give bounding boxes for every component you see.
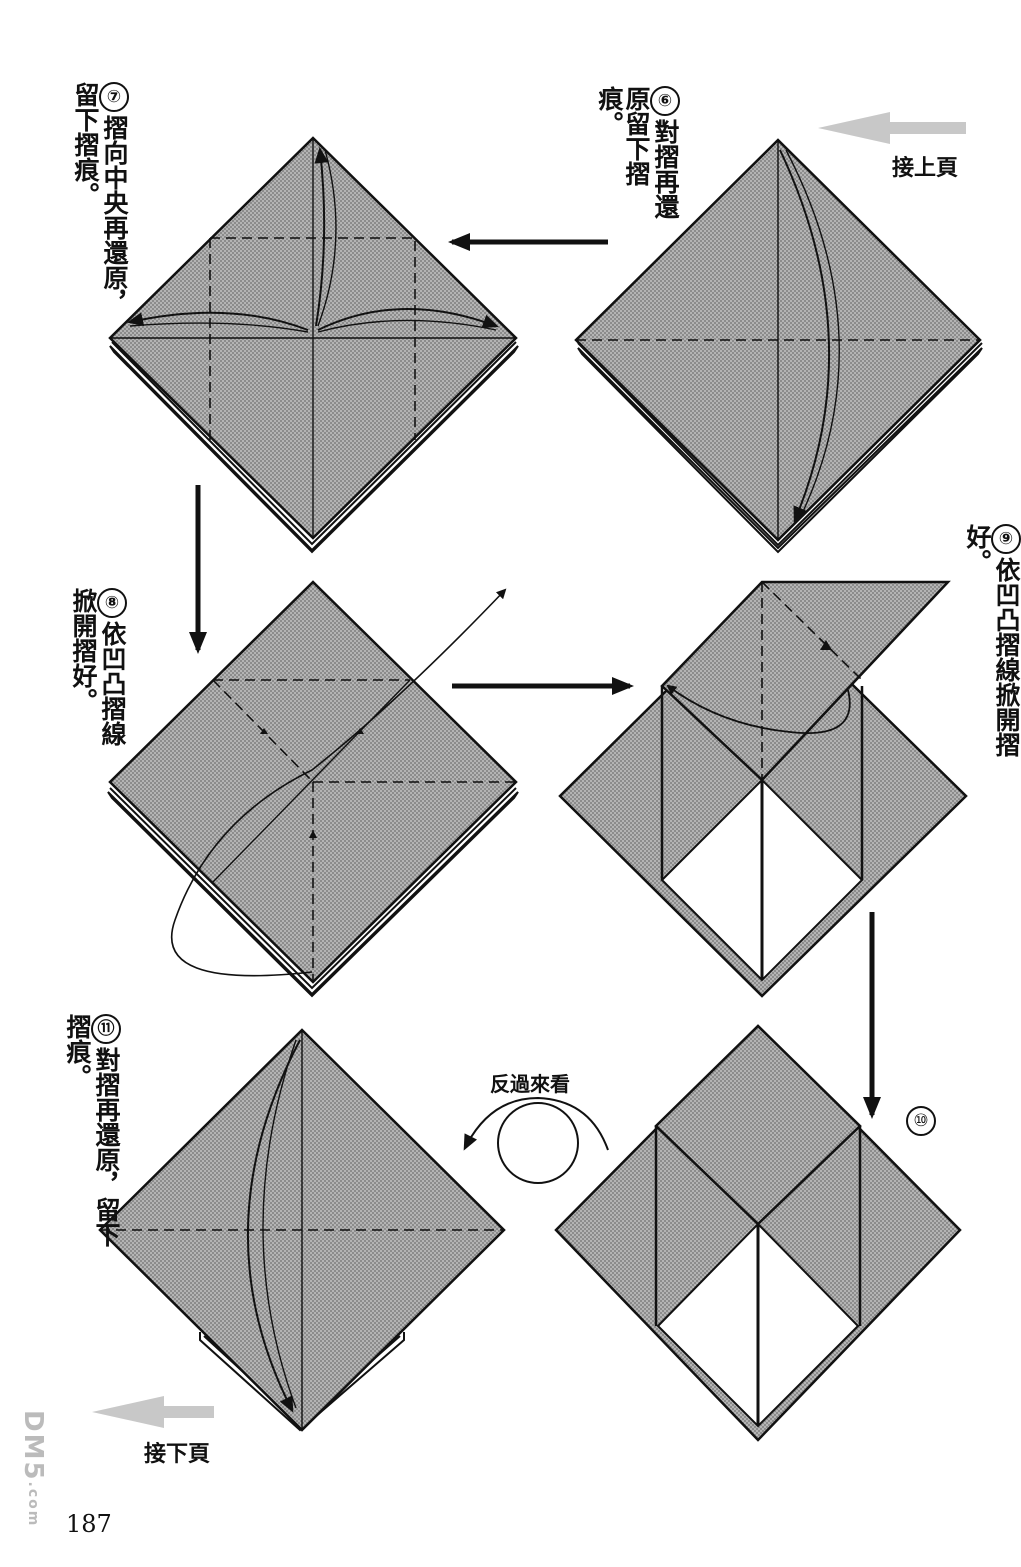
turn-over-label: 反過來看 <box>490 1072 570 1096</box>
step-8-figure <box>107 580 519 998</box>
watermark-main: DM5 <box>18 1410 48 1482</box>
continue-to-next-label: 接下頁 <box>144 1442 211 1467</box>
step-9-text: 依凹凸摺線掀開摺好。 <box>963 524 1021 757</box>
step-9-figure <box>558 580 968 998</box>
step-9-label: ⑨依凹凸摺線掀開摺好。 <box>963 524 1021 794</box>
step-10-number: ⑩ <box>906 1106 936 1136</box>
step-6-number: ⑥ <box>650 86 680 116</box>
step-9-number: ⑨ <box>991 524 1021 554</box>
page-number: 187 <box>66 1510 112 1538</box>
step-6-text: 對摺再還原留下摺痕。 <box>595 86 680 219</box>
turn-over-arrow <box>463 1096 609 1184</box>
watermark-sub: .com <box>25 1481 41 1528</box>
step-11-text: 對摺再還原，留下摺痕。 <box>63 1014 121 1247</box>
origami-diagram <box>92 112 983 1442</box>
continue-from-previous-label: 接上頁 <box>892 156 959 181</box>
step-8-text: 依凹凸摺線掀開摺好。 <box>69 588 127 746</box>
continue-to-next-arrow <box>92 1396 214 1428</box>
step-7-label: ⑦摺向中央再還原，留下摺痕。 <box>71 82 129 332</box>
step-7-figure <box>108 136 519 554</box>
continue-from-previous-arrow <box>818 112 966 144</box>
watermark-logo: DM5.com <box>12 1410 48 1555</box>
step-7-number: ⑦ <box>99 82 129 112</box>
step-11-number: ⑪ <box>91 1014 121 1044</box>
step-10-figure <box>554 1024 962 1442</box>
step-6-label: ⑥對摺再還原留下摺痕。 <box>595 86 680 226</box>
step-6-figure <box>574 138 983 554</box>
step-11-figure <box>98 1028 506 1432</box>
step-7-text: 摺向中央再還原，留下摺痕。 <box>71 82 129 315</box>
step-8-label: ⑧依凹凸摺線掀開摺好。 <box>69 588 127 758</box>
step-8-number: ⑧ <box>97 588 127 618</box>
step-11-label: ⑪對摺再還原，留下摺痕。 <box>63 1014 121 1264</box>
